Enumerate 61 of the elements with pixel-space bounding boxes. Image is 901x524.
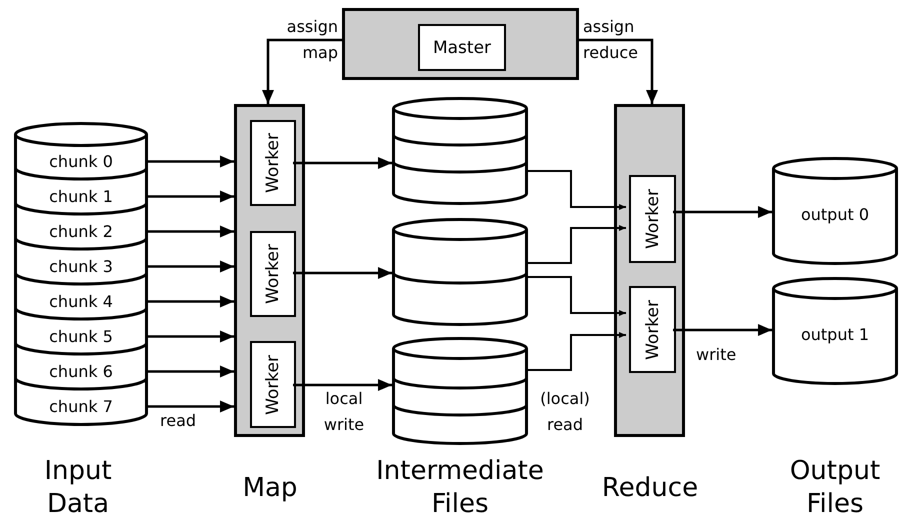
edge-label: assign map — [286, 16, 338, 64]
arrow — [673, 206, 772, 218]
column-heading: Input Data — [43, 455, 113, 521]
column-heading: Reduce — [600, 472, 700, 505]
chunk-label: chunk 6 — [49, 362, 113, 381]
storage-cylinder — [772, 157, 898, 265]
arrow — [673, 324, 772, 336]
edge-label: local write — [322, 388, 366, 436]
arrow — [148, 330, 234, 342]
worker-box — [250, 120, 296, 206]
edge-label: (local) read — [539, 388, 591, 436]
arrow — [528, 332, 626, 371]
worker-label: Worker — [642, 189, 662, 249]
arrow — [528, 276, 626, 316]
worker-label: Worker — [263, 133, 283, 193]
storage-cylinder — [772, 277, 898, 385]
column-heading: Map — [242, 472, 298, 505]
column-heading: Output Files — [788, 455, 882, 521]
edge-label: assign reduce — [583, 16, 640, 64]
worker-box — [250, 231, 296, 317]
arrow — [148, 260, 234, 272]
arrow — [528, 225, 626, 264]
chunk-label: chunk 7 — [49, 397, 113, 416]
edge-label: write — [696, 344, 738, 366]
edge-label: read — [160, 410, 198, 432]
arrow — [293, 379, 392, 391]
processing-band — [614, 104, 685, 437]
storage-cylinder — [392, 97, 528, 205]
processing-band — [342, 8, 579, 80]
master-label: Master — [432, 38, 492, 58]
worker-label: Worker — [263, 354, 283, 414]
arrow — [262, 38, 342, 104]
arrow — [148, 296, 234, 308]
master-box — [418, 24, 506, 71]
worker-label: Worker — [642, 300, 662, 360]
arrow — [293, 157, 392, 169]
arrow — [579, 38, 658, 104]
chunk-label: chunk 5 — [49, 327, 113, 346]
worker-box — [629, 286, 676, 373]
chunk-label: chunk 0 — [49, 152, 113, 171]
file-label: output 1 — [800, 324, 870, 344]
arrow — [148, 366, 234, 378]
chunk-label: chunk 2 — [49, 222, 113, 241]
storage-cylinder — [392, 337, 528, 445]
chunk-label: chunk 4 — [49, 292, 113, 311]
storage-cylinder — [392, 218, 528, 326]
worker-label: Worker — [263, 244, 283, 304]
worker-box — [250, 341, 296, 428]
worker-box — [629, 175, 676, 263]
storage-cylinder — [14, 122, 148, 426]
chunk-label: chunk 1 — [49, 187, 113, 206]
file-label: output 0 — [800, 204, 870, 224]
chunk-label: chunk 3 — [49, 257, 113, 276]
arrow — [293, 267, 392, 279]
arrow — [528, 170, 626, 210]
arrow — [148, 190, 234, 202]
arrow — [148, 156, 234, 168]
column-heading: Intermediate Files — [375, 455, 545, 521]
arrow — [148, 226, 234, 238]
processing-band — [234, 104, 305, 437]
arrow — [148, 400, 234, 412]
